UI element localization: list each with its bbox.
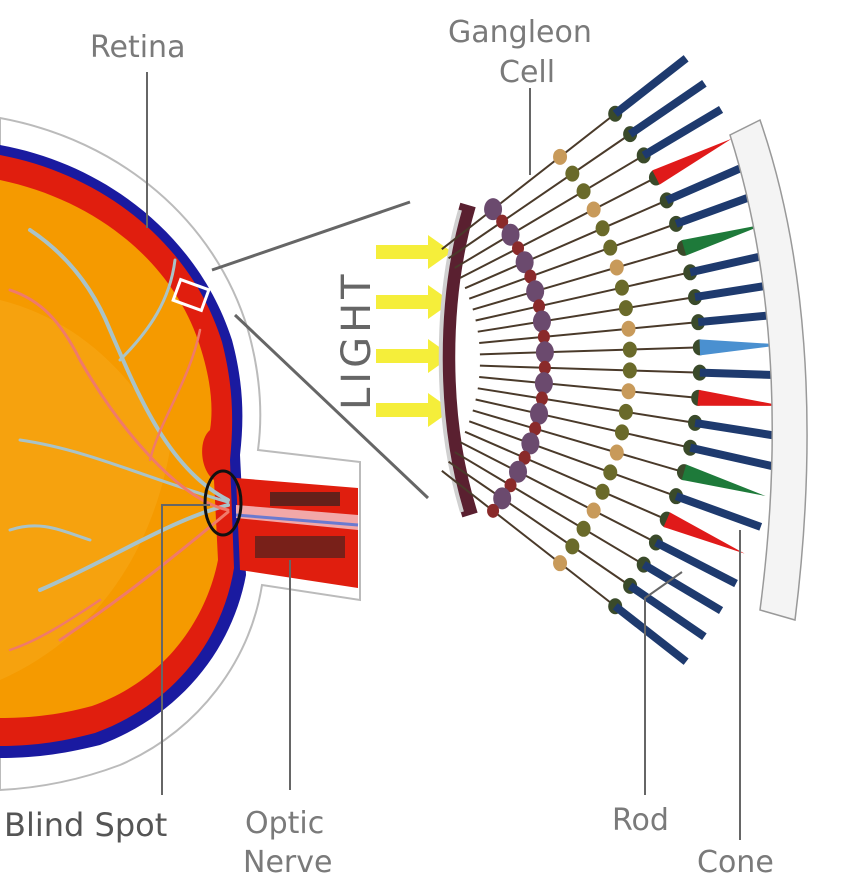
- ganglion-cell: [504, 478, 517, 493]
- neuron-fiber: [479, 376, 699, 399]
- ganglion-cell: [537, 329, 550, 344]
- bipolar-cell: [586, 502, 601, 519]
- bipolar-cell: [586, 201, 601, 218]
- bipolar-cell: [618, 300, 633, 317]
- ganglion-cell: [487, 503, 500, 518]
- neuron-fiber: [475, 398, 691, 449]
- bipolar-cell: [603, 464, 618, 481]
- retina-sample-square: [171, 277, 211, 313]
- neuron-fiber: [479, 364, 700, 374]
- retina-label: Retina: [90, 30, 185, 65]
- bipolar-cell: [565, 538, 580, 555]
- ganglion-cell: [532, 310, 551, 333]
- ganglion-cell: [512, 241, 525, 256]
- optic-nerve: [235, 478, 359, 588]
- neuron-fiber: [472, 246, 685, 311]
- ganglion-cell: [529, 421, 542, 436]
- cone-cell: [663, 512, 745, 554]
- neuron-fiber: [468, 222, 677, 300]
- blind-spot-marker: [203, 469, 243, 537]
- bipolar-cell: [603, 239, 618, 256]
- neuron-fiber: [459, 176, 657, 279]
- neuron-fiber: [479, 321, 699, 344]
- ganglion-cell: [535, 391, 548, 406]
- neuron-fiber: [464, 430, 668, 521]
- neuron-fiber: [475, 271, 691, 322]
- ganglion-cell: [538, 360, 551, 375]
- light-arrows: [376, 235, 452, 427]
- neuron-fiber: [441, 470, 616, 608]
- ganglion-cell: [496, 214, 509, 229]
- ganglion-cell: [493, 487, 512, 510]
- blood-vessels: [8, 228, 230, 652]
- ganglion-label-line2: Cell: [499, 55, 555, 90]
- blind-spot-leader: [161, 504, 210, 795]
- ganglion-cell: [518, 450, 531, 465]
- light-label: LIGHT: [334, 270, 380, 410]
- ganglion-cell: [533, 299, 546, 314]
- bipolar-cell: [576, 183, 591, 200]
- cone-cell: [652, 138, 732, 185]
- ganglion-cell: [524, 269, 537, 284]
- bipolar-cell: [595, 483, 610, 500]
- optic-label-line1: Optic: [245, 806, 324, 841]
- neuron-fiber: [441, 112, 616, 250]
- ganglion-cell: [484, 198, 503, 221]
- zoom-line-lower: [233, 313, 430, 500]
- neuron-fiber: [447, 460, 631, 587]
- ganglion-cell: [501, 223, 520, 246]
- zoom-line-upper: [211, 200, 411, 272]
- rod-label: Rod: [612, 803, 669, 838]
- neuron-fiber: [479, 346, 700, 356]
- bipolar-cell: [565, 165, 580, 182]
- light-arrow-icon: [376, 285, 452, 319]
- neuron-fiber: [468, 420, 677, 498]
- ganglion-cell: [526, 280, 545, 303]
- neuron-fiber: [454, 154, 645, 269]
- bipolar-cell: [622, 362, 637, 379]
- cone-label: Cone: [697, 845, 774, 880]
- eye-cross-section: [0, 116, 361, 792]
- cone-cell: [681, 223, 766, 256]
- rod-leader: [644, 571, 683, 795]
- bipolar-cell: [553, 555, 568, 572]
- bipolar-cell: [609, 259, 624, 276]
- neuron-fiber: [477, 296, 696, 333]
- cone-cell: [697, 389, 783, 406]
- neuron-fiber: [459, 441, 657, 544]
- bipolar-cell: [595, 220, 610, 237]
- bipolar-cell: [609, 444, 624, 461]
- bipolar-cell: [618, 403, 633, 420]
- bipolar-cell: [614, 279, 629, 296]
- ganglion-cell: [521, 432, 540, 455]
- ganglion-cell: [535, 341, 554, 364]
- neuron-fiber: [454, 451, 645, 566]
- optic-label-line2: Nerve: [243, 845, 332, 880]
- bipolar-cell: [622, 341, 637, 358]
- bipolar-cell: [576, 520, 591, 537]
- neuron-fiber: [472, 409, 685, 474]
- light-arrow-icon: [376, 393, 452, 427]
- bipolar-cell: [621, 383, 636, 400]
- neuron-fiber: [464, 199, 668, 290]
- pigment-epithelium: [729, 118, 808, 621]
- cone-cell: [699, 339, 785, 356]
- blind-spot-label: Blind Spot: [4, 806, 167, 844]
- cone-cell: [681, 464, 766, 497]
- bipolar-cell: [614, 424, 629, 441]
- retina-cell-layers: [438, 55, 808, 665]
- ganglion-label-line1: Gangleon: [448, 15, 592, 50]
- light-arrow-icon: [376, 235, 452, 269]
- bipolar-cell: [553, 148, 568, 165]
- light-arrow-icon: [376, 339, 452, 373]
- ganglion-cell: [534, 372, 553, 395]
- neuron-fiber: [477, 387, 696, 424]
- ganglion-cell: [509, 460, 528, 483]
- bipolar-cell: [621, 320, 636, 337]
- ganglion-cell: [530, 402, 549, 425]
- ganglion-cell: [515, 251, 534, 274]
- neuron-fiber: [447, 133, 631, 260]
- inner-membrane: [439, 202, 478, 518]
